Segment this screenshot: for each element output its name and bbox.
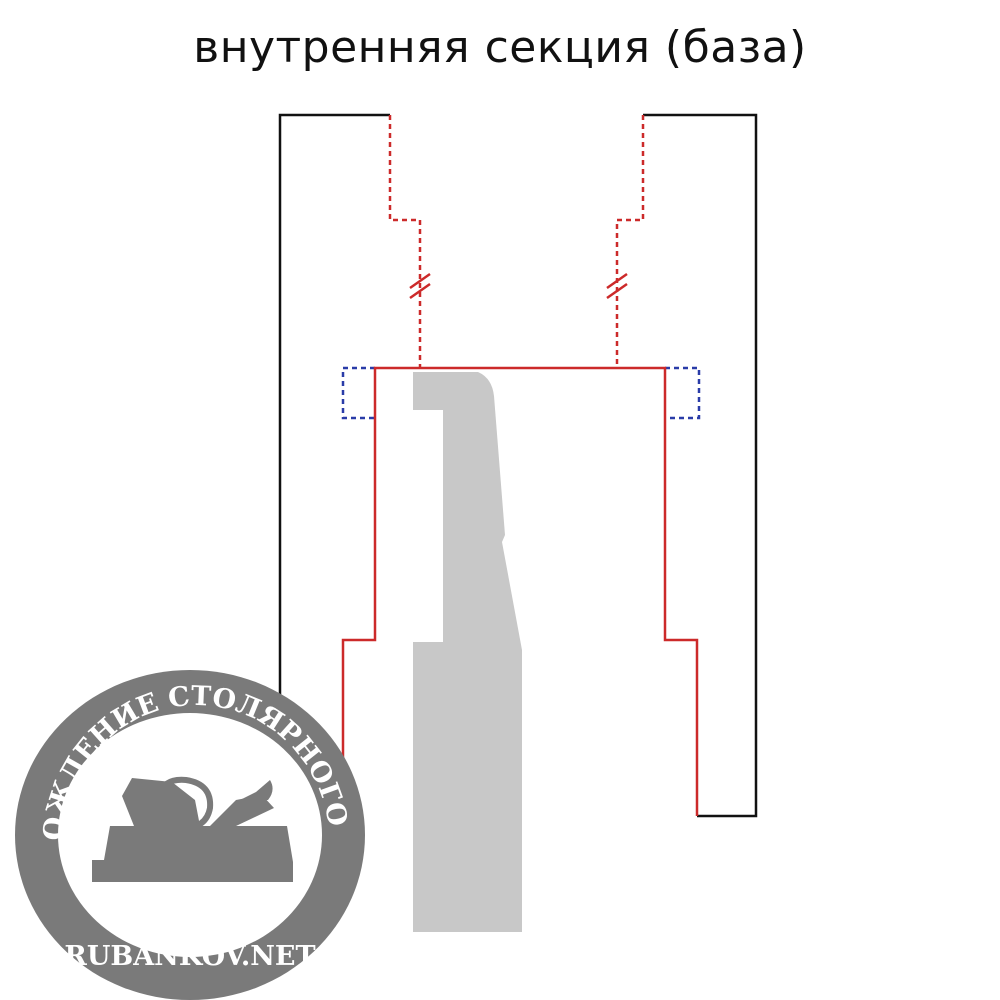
break-symbol-right	[606, 272, 628, 300]
page-title: внутренняя секция (база)	[193, 22, 807, 73]
hidden-line-right	[615, 115, 645, 368]
break-symbol-left	[409, 272, 431, 300]
rubankov-logo: ВОЗРОЖДЕНИЕ СТОЛЯРНОГО ДЕЛА RUBANKOV.NET	[0, 0, 365, 1000]
inner-section-outline	[341, 366, 699, 816]
hidden-line-left	[388, 115, 422, 368]
plane-iron-shape	[413, 372, 522, 932]
logo-url-text: RUBANKOV.NET	[64, 941, 315, 972]
hidden-tab-left	[341, 366, 375, 420]
plane-shaving-swirl	[156, 776, 214, 832]
hidden-tab-right	[665, 366, 701, 420]
